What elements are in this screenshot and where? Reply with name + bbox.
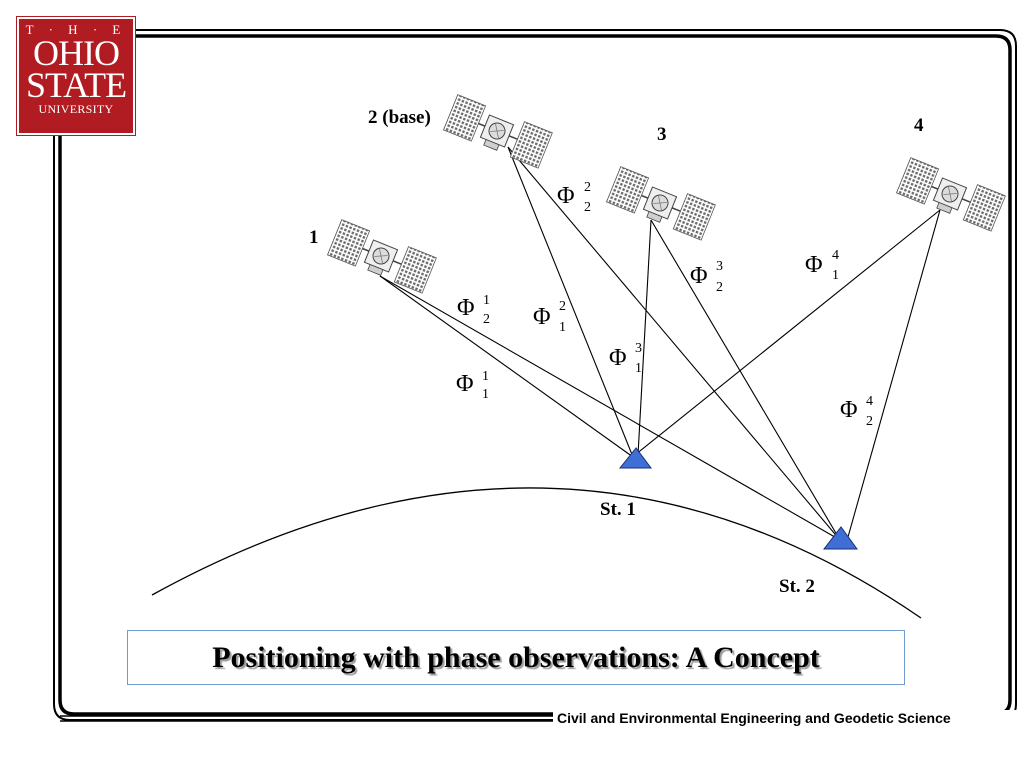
svg-text:1: 1 <box>559 320 566 335</box>
svg-text:1: 1 <box>832 268 839 283</box>
svg-text:3: 3 <box>635 341 642 356</box>
phase-label-st1-sat1: Φ 1 1 <box>456 369 489 402</box>
earth-surface-arc <box>151 487 922 619</box>
svg-text:2: 2 <box>866 414 873 429</box>
station-2: St. 2 <box>779 526 858 597</box>
station-label-1: St. 1 <box>600 499 636 520</box>
logo-line-ohio: OHIO <box>33 33 120 73</box>
station-label-2: St. 2 <box>779 576 815 597</box>
svg-text:Φ: Φ <box>456 371 474 397</box>
line-sat4-st2 <box>847 209 941 538</box>
svg-text:3: 3 <box>716 259 723 274</box>
svg-text:Φ: Φ <box>805 252 823 278</box>
svg-text:Φ: Φ <box>690 263 708 289</box>
satellite-label-1: 1 <box>309 227 319 248</box>
satellite-2: 2 (base) <box>368 93 554 169</box>
svg-text:Φ: Φ <box>609 345 627 371</box>
svg-text:2: 2 <box>584 200 591 215</box>
phase-label-st1-sat2: Φ 2 1 <box>533 299 566 335</box>
svg-text:2: 2 <box>716 280 723 295</box>
satellite-label-3: 3 <box>657 124 667 145</box>
svg-text:4: 4 <box>866 394 873 409</box>
satellite-label-2: 2 (base) <box>368 107 431 128</box>
line-sat2-st1 <box>507 146 634 458</box>
svg-text:Φ: Φ <box>533 304 551 330</box>
logo-line-state: STATE <box>25 65 127 105</box>
svg-text:1: 1 <box>482 387 489 402</box>
slide-title: Positioning with phase observations: A C… <box>212 640 820 674</box>
logo-line-the: T · H · E <box>25 22 127 37</box>
svg-text:1: 1 <box>482 369 489 384</box>
phase-label-st1-sat3: Φ 3 1 <box>609 341 642 376</box>
phase-label-st2-sat2: Φ 2 2 <box>557 180 591 215</box>
satellite-label-4: 4 <box>914 115 924 136</box>
line-sat1-st2 <box>379 275 841 541</box>
svg-text:Φ: Φ <box>840 397 858 423</box>
svg-text:2: 2 <box>559 299 566 314</box>
footer-rule <box>60 715 553 722</box>
station-2-marker <box>822 526 858 550</box>
slide-title-box: Positioning with phase observations: A C… <box>127 630 905 685</box>
svg-text:1: 1 <box>483 293 490 308</box>
satellite-3: 3 <box>605 124 717 241</box>
svg-text:2: 2 <box>584 180 591 195</box>
svg-text:4: 4 <box>832 248 839 263</box>
satellite-4: 4 <box>895 115 1007 232</box>
line-sat1-st1 <box>379 275 634 458</box>
station-1-marker <box>618 447 652 469</box>
svg-text:2: 2 <box>483 312 490 327</box>
svg-text:Φ: Φ <box>457 295 475 321</box>
phase-labels: Φ 1 1 Φ 1 2 Φ 2 1 Φ 2 2 Φ 3 1 Φ 3 2 <box>456 180 873 429</box>
phase-label-st2-sat1: Φ 1 2 <box>457 293 490 327</box>
footer-department: Civil and Environmental Engineering and … <box>553 710 1024 728</box>
university-logo: T · H · E OHIO STATE UNIVERSITY <box>16 16 136 136</box>
phase-label-st1-sat4: Φ 4 1 <box>805 248 839 283</box>
logo-line-university: UNIVERSITY <box>38 102 114 116</box>
svg-text:1: 1 <box>635 361 642 376</box>
svg-text:Φ: Φ <box>557 183 575 209</box>
phase-label-st2-sat3: Φ 3 2 <box>690 259 723 295</box>
satellite-1: 1 <box>309 218 438 294</box>
station-1: St. 1 <box>600 447 652 520</box>
line-sat4-st1 <box>634 209 941 456</box>
line-sat3-st2 <box>650 219 841 541</box>
lines-of-sight <box>379 146 941 541</box>
line-sat3-st1 <box>637 219 652 456</box>
phase-label-st2-sat4: Φ 4 2 <box>840 394 873 429</box>
line-sat2-st2 <box>507 146 841 541</box>
